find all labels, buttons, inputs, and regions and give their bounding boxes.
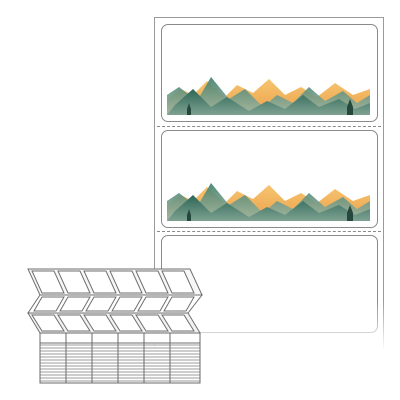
mountain-landscape-icon: [167, 183, 370, 221]
mountain-landscape-icon: [167, 77, 370, 115]
label-mountain-1: [161, 24, 378, 122]
label-mountain-2: [161, 130, 378, 228]
perforation-line: [157, 231, 381, 232]
fanfold-stack-icon: [27, 268, 204, 384]
perforation-line: [157, 126, 381, 127]
